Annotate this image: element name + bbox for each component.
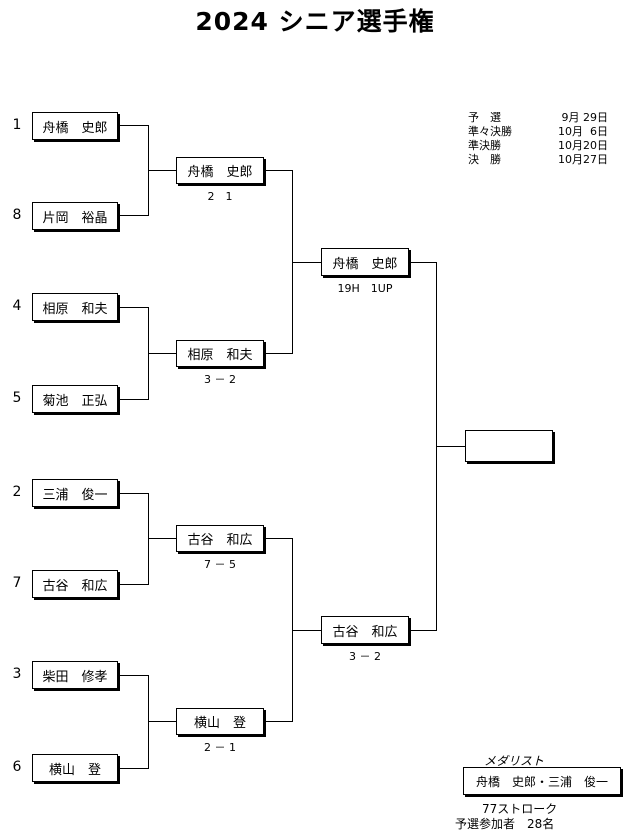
player-box: 横山 登 <box>32 754 118 782</box>
quarterfinal-winner-box: 横山 登 <box>176 708 264 735</box>
player-box: 片岡 裕晶 <box>32 202 118 230</box>
schedule-date: 9月 29日 <box>561 111 609 124</box>
schedule-date: 10月27日 <box>558 153 608 166</box>
seed-number: 4 <box>12 298 22 314</box>
schedule-date: 10月20日 <box>558 139 608 152</box>
bracket-line <box>118 493 148 494</box>
match-score: 2 1 <box>207 190 233 203</box>
bracket-line <box>148 538 176 539</box>
quarterfinal-winner-box: 舟橋 史郎 <box>176 157 264 184</box>
schedule-row: 準々決勝 10月 6日 <box>468 125 608 139</box>
seed-number: 5 <box>12 390 22 406</box>
bracket-line <box>148 170 176 171</box>
schedule-row: 予 選 9月 29日 <box>468 111 608 125</box>
seed-number: 8 <box>12 207 22 223</box>
bracket-line <box>292 262 321 263</box>
bracket-line <box>118 584 148 585</box>
bracket-line <box>118 675 148 676</box>
bracket-line <box>409 630 436 631</box>
page-title: 2024 シニア選手権 <box>195 7 435 36</box>
bracket-line <box>118 399 148 400</box>
medalist-box: 舟橋 史郎・三浦 俊一 <box>463 767 621 795</box>
schedule-stage: 予 選 <box>468 111 501 124</box>
schedule-stage: 決 勝 <box>468 153 501 166</box>
quarterfinal-winner-box: 相原 和夫 <box>176 340 264 367</box>
medalist-label: メダリスト <box>484 754 545 768</box>
medalist-stroke: 77ストローク <box>482 802 558 816</box>
participants-count: 予選参加者 28名 <box>455 817 555 831</box>
player-box: 舟橋 史郎 <box>32 112 118 140</box>
seed-number: 1 <box>12 117 22 133</box>
semifinal-winner-box: 舟橋 史郎 <box>321 248 409 276</box>
schedule-stage: 準決勝 <box>468 139 501 152</box>
quarterfinal-winner-box: 古谷 和広 <box>176 525 264 552</box>
schedule-row: 準決勝 10月20日 <box>468 139 608 153</box>
match-score: 19H 1UP <box>337 282 393 295</box>
bracket-line <box>264 538 292 539</box>
bracket-line <box>292 630 321 631</box>
match-score: 3 － 2 <box>349 650 381 663</box>
player-box: 古谷 和広 <box>32 570 118 598</box>
player-box: 三浦 俊一 <box>32 479 118 507</box>
player-box: 菊池 正弘 <box>32 385 118 413</box>
seed-number: 7 <box>12 575 22 591</box>
bracket-line <box>148 721 176 722</box>
schedule-stage: 準々決勝 <box>468 125 512 138</box>
semifinal-winner-box: 古谷 和広 <box>321 616 409 644</box>
seed-number: 3 <box>12 666 22 682</box>
seed-number: 6 <box>12 759 22 775</box>
bracket-line <box>409 262 436 263</box>
bracket-line <box>118 125 148 126</box>
bracket-line <box>118 307 148 308</box>
bracket-line <box>148 675 149 769</box>
schedule-date: 10月 6日 <box>558 125 608 138</box>
match-score: 3 － 2 <box>204 373 236 386</box>
bracket-line <box>118 215 148 216</box>
bracket-line <box>148 493 149 585</box>
bracket-line <box>436 446 465 447</box>
bracket-line <box>118 768 148 769</box>
bracket-line <box>264 353 292 354</box>
match-score: 2 － 1 <box>204 741 236 754</box>
schedule-row: 決 勝 10月27日 <box>468 153 608 167</box>
match-score: 7 － 5 <box>204 558 236 571</box>
player-box: 柴田 修孝 <box>32 661 118 689</box>
bracket-line <box>264 721 292 722</box>
seed-number: 2 <box>12 484 22 500</box>
player-box: 相原 和夫 <box>32 293 118 321</box>
schedule: 予 選 9月 29日 準々決勝 10月 6日 準決勝 10月20日 決 勝 10… <box>468 111 608 167</box>
champion-box <box>465 430 553 462</box>
bracket-line <box>148 353 176 354</box>
bracket-line <box>264 170 292 171</box>
